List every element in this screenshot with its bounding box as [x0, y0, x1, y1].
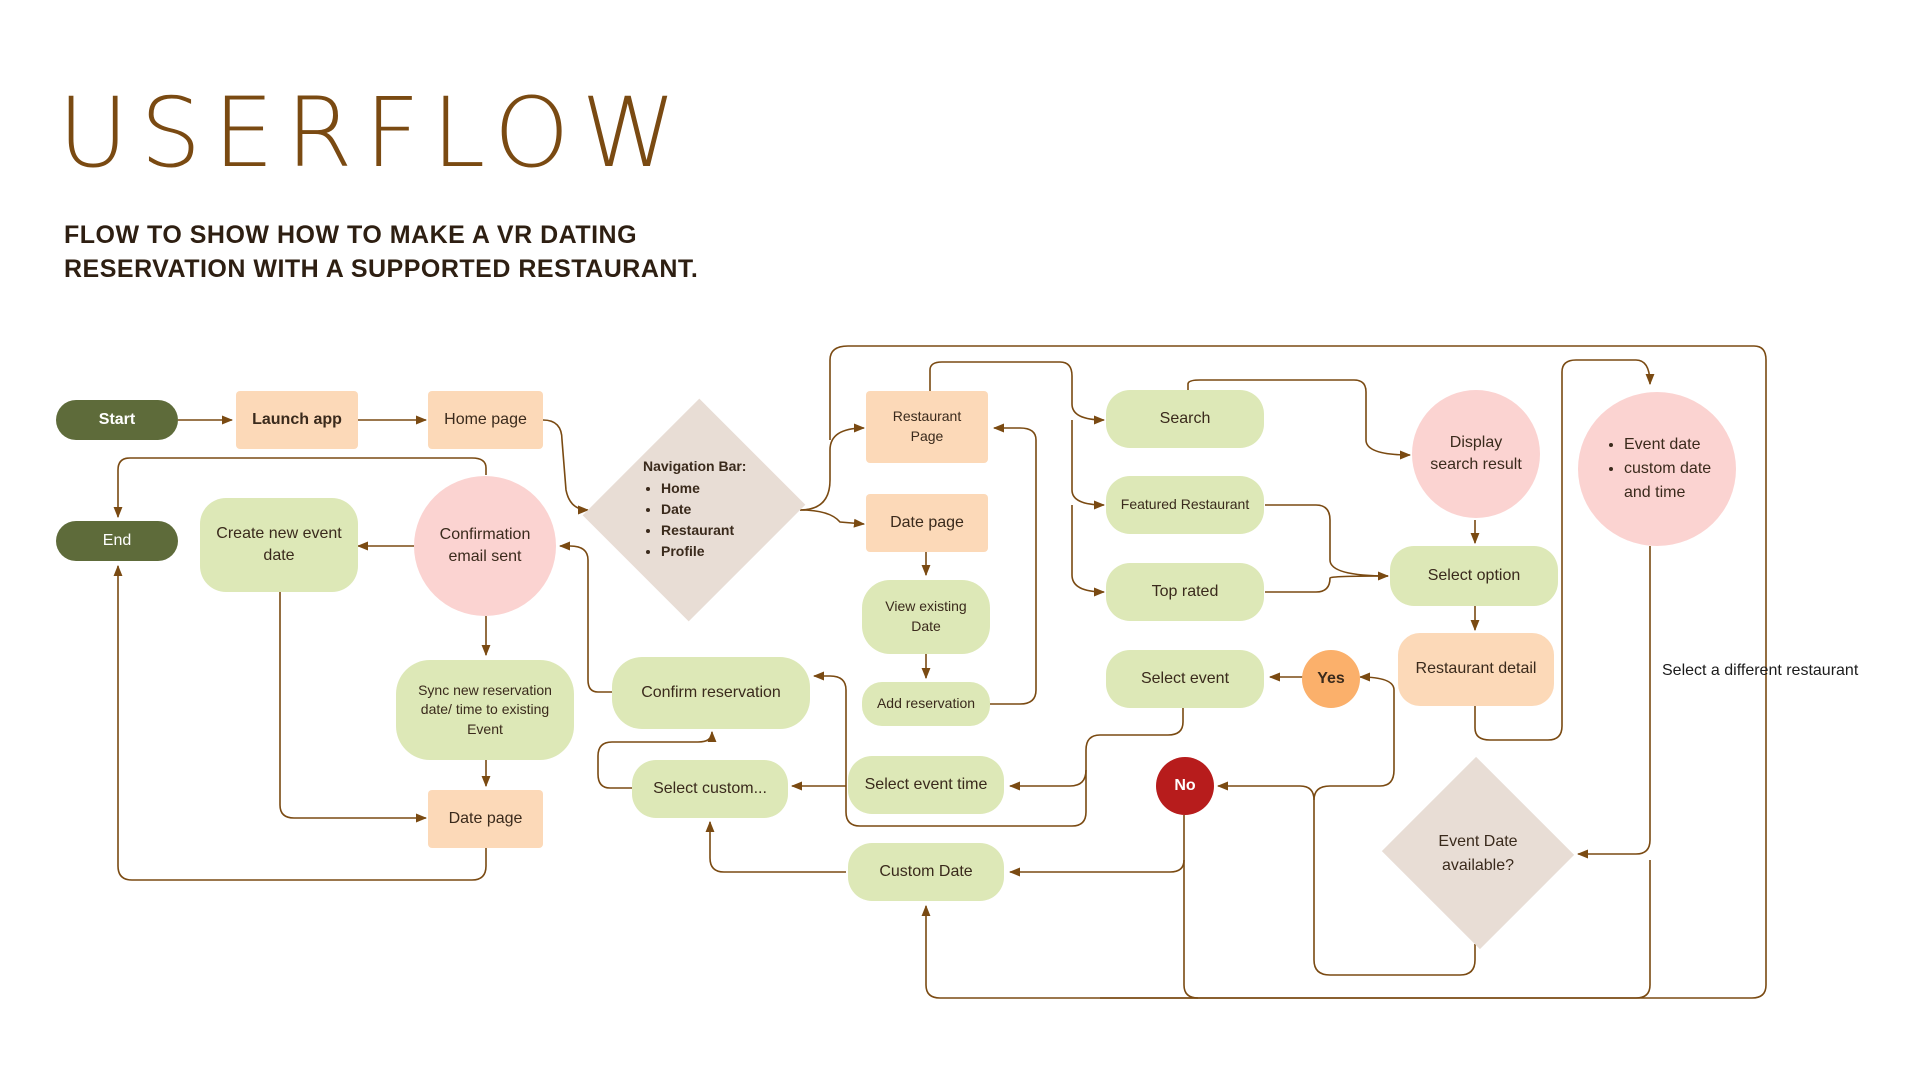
edge-rest-toprated — [1071, 505, 1106, 597]
select-event-time-node[interactable]: Select event time — [848, 756, 1004, 814]
confirmation-email-node[interactable]: Confirmation email sent — [414, 476, 556, 616]
top-rated-node[interactable]: Top rated — [1106, 563, 1264, 621]
end-node[interactable]: End — [56, 521, 178, 561]
sync-reservation-node[interactable]: Sync new reservation date/ time to exist… — [396, 660, 574, 760]
edge-selectevent-loop — [812, 671, 1087, 827]
edge-selectevent-time — [1008, 707, 1184, 791]
nav-item-home[interactable]: Home — [661, 478, 763, 499]
edge-datepage-end — [113, 564, 487, 881]
edge-available-yes — [1313, 672, 1395, 801]
home-page-node[interactable]: Home page — [428, 391, 543, 449]
edge-bottom-customdate — [921, 904, 1198, 999]
event-date-option-event-date: Event date — [1624, 433, 1712, 457]
edge-featured-option — [1265, 504, 1390, 581]
yes-node[interactable]: Yes — [1302, 650, 1360, 708]
restaurant-detail-node[interactable]: Restaurant detail — [1398, 633, 1554, 706]
edge-nav-date — [799, 509, 866, 528]
select-event-node[interactable]: Select event — [1106, 650, 1264, 708]
edge-available-no — [1216, 781, 1476, 976]
event-date-option-custom: custom date and time — [1624, 457, 1712, 505]
navigation-bar-title: Navigation Bar: — [643, 458, 747, 474]
edge-eventdate-available — [1576, 546, 1651, 859]
date-page-left-node[interactable]: Date page — [428, 790, 543, 848]
select-option-node[interactable]: Select option — [1390, 546, 1558, 606]
edge-create-datepage — [279, 592, 428, 823]
create-event-node[interactable]: Create new event date — [200, 498, 358, 592]
nav-item-profile[interactable]: Profile — [661, 541, 763, 562]
add-reservation-node[interactable]: Add reservation — [862, 682, 990, 726]
search-node[interactable]: Search — [1106, 390, 1264, 448]
select-different-restaurant-label: Select a different restaurant — [1662, 662, 1859, 679]
event-date-available-diamond[interactable]: Event Date available? — [1380, 756, 1576, 950]
edge-add-restaurant — [990, 423, 1037, 705]
edge-no-customdate — [1008, 815, 1185, 877]
restaurant-page-node[interactable]: Restaurant Page — [866, 391, 988, 463]
event-date-available-label: Event Date available? — [1438, 833, 1518, 874]
edge-no-bottom — [1183, 860, 1651, 999]
navigation-bar-diamond[interactable]: Navigation Bar: Home Date Restaurant Pro… — [582, 392, 806, 628]
no-node[interactable]: No — [1156, 757, 1214, 815]
edge-confirm-email — [558, 541, 612, 693]
edge-rest-search — [929, 361, 1106, 425]
featured-restaurant-node[interactable]: Featured Restaurant — [1106, 476, 1264, 534]
nav-item-restaurant[interactable]: Restaurant — [661, 520, 763, 541]
select-custom-node[interactable]: Select custom... — [632, 760, 788, 818]
edge-customdate-selectcustom — [705, 820, 846, 873]
edge-detail-eventdate — [1474, 359, 1655, 741]
edge-rest-featured — [1071, 420, 1106, 510]
page-title: USERFLOW — [58, 77, 689, 189]
date-page-node[interactable]: Date page — [866, 494, 988, 552]
confirm-reservation-node[interactable]: Confirm reservation — [612, 657, 810, 729]
edge-email-end — [113, 457, 487, 519]
edge-nav-restaurant — [799, 423, 866, 511]
custom-date-node[interactable]: Custom Date — [848, 843, 1004, 901]
nav-item-date[interactable]: Date — [661, 499, 763, 520]
edge-toprated-option — [1265, 575, 1389, 593]
start-node[interactable]: Start — [56, 400, 178, 440]
edge-selectcustom-confirm — [597, 730, 717, 789]
edge-home-nav — [542, 419, 590, 515]
display-search-node[interactable]: Display search result — [1412, 390, 1540, 518]
page-subtitle: FLOW TO SHOW HOW TO MAKE A VR DATING RES… — [64, 221, 699, 283]
event-date-options-node[interactable]: Event date custom date and time — [1578, 392, 1736, 546]
view-existing-node[interactable]: View existing Date — [862, 580, 990, 654]
launch-app-node[interactable]: Launch app — [236, 391, 358, 449]
edge-nav-top-loop — [829, 345, 1767, 999]
edge-search-display — [1187, 379, 1412, 460]
